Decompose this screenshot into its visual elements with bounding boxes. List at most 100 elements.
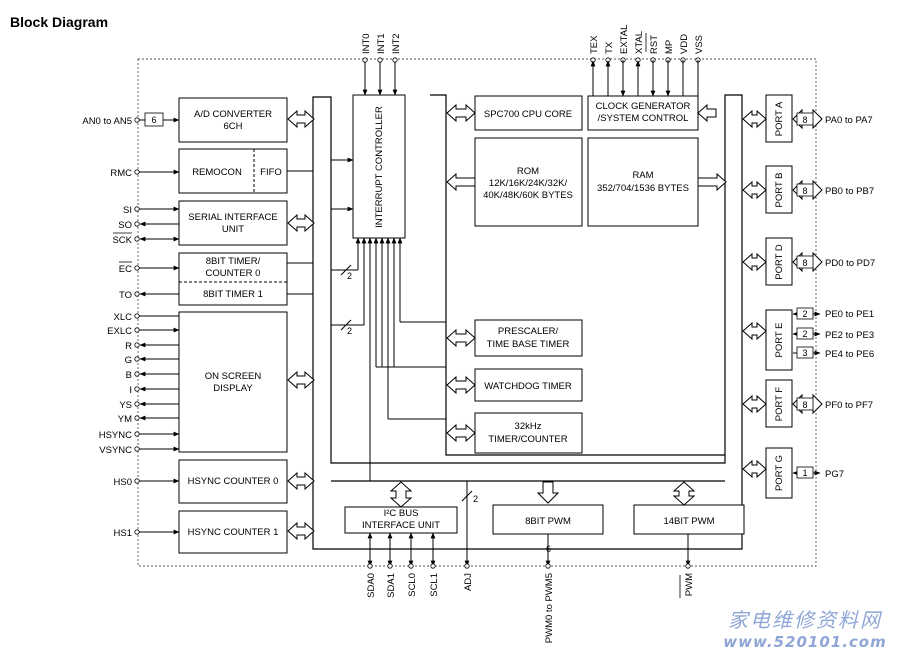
bottom-blocks	[344, 504, 745, 535]
port-bus-arrows	[742, 109, 767, 479]
clock-block	[587, 95, 699, 131]
hsync1-label: HSYNC COUNTER 1	[188, 527, 279, 538]
pin-rmc: RMC	[110, 168, 132, 179]
pwm8-block	[492, 504, 604, 535]
ram-label: RAM	[632, 170, 653, 181]
pin-pe4: PE4 to PE6	[825, 349, 874, 360]
osd-label: ON SCREEN	[205, 371, 262, 382]
remocon-label: REMOCON	[192, 167, 242, 178]
osd-block	[178, 311, 288, 453]
pin-i: I	[129, 385, 132, 396]
interrupt-controller-label: INTERRUPT CONTROLLER	[374, 106, 385, 228]
page-title: Block Diagram	[10, 14, 109, 30]
pin-pwm-range: PWM0 to PWM5	[544, 573, 555, 643]
rom-label-3: 40K/48K/60K BYTES	[483, 190, 573, 201]
bottom-pin-labels: SDA0 SDA1 SCL0 SCL1 ADJ PWM0 to PWM5 PWM	[366, 573, 695, 643]
pin-pwm: PWM	[684, 573, 695, 596]
adc-block	[178, 97, 288, 143]
pin-hs0: HS0	[114, 477, 132, 488]
t32-label-2: TIMER/COUNTER	[488, 434, 567, 445]
clock-pin-lines	[590, 60, 699, 97]
pin-pe0: PE0 to PE1	[825, 309, 874, 320]
pin-pf: PF0 to PF7	[825, 400, 873, 411]
pin-xlc: XLC	[114, 312, 133, 323]
left-bus-arrows	[287, 109, 315, 541]
pin-b: B	[126, 370, 132, 381]
pin-hsync: HSYNC	[99, 430, 132, 441]
right-pin-labels: PA0 to PA7 PB0 to PB7 PD0 to PD7 PE0 to …	[825, 115, 875, 480]
interrupt-lines	[331, 60, 446, 481]
top-pin-labels: INT0 INT1 INT2 TEX TX EXTAL XTAL RST MP …	[361, 25, 705, 54]
cpu-block	[474, 95, 583, 131]
serial-label: SERIAL INTERFACE	[188, 212, 277, 223]
timer1-label: 8BIT TIMER 1	[203, 289, 263, 300]
ram-label-2: 352/704/1536 BYTES	[597, 183, 689, 194]
top-pin-dots	[362, 57, 701, 63]
an-bus-width: 6	[151, 115, 156, 125]
pin-so: SO	[118, 220, 132, 231]
port-e-label: PORT E	[774, 322, 785, 357]
pe2-width: 2	[802, 329, 807, 339]
pin-int1: INT1	[376, 33, 387, 54]
pin-vss: VSS	[694, 35, 705, 54]
pin-extal: EXTAL	[619, 25, 630, 54]
pin-mp: MP	[664, 40, 675, 54]
pin-r: R	[125, 341, 132, 352]
adj-bus-width: 2	[473, 494, 478, 504]
pin-scl0: SCL0	[407, 573, 418, 597]
hsync1-block	[178, 510, 288, 554]
osd-label-2: DISPLAY	[213, 383, 253, 394]
serial-label-2: UNIT	[222, 224, 244, 235]
prescaler-label: PRESCALER/	[498, 326, 559, 337]
left-pin-labels: AN0 to AN5 RMC SI SO SCK EC TO XLC EXLC …	[82, 116, 132, 539]
pin-pb: PB0 to PB7	[825, 186, 874, 197]
watermark: 家电维修资料网 www.520101.com	[716, 604, 894, 651]
watermark-text: 家电维修资料网	[728, 608, 882, 632]
pin-xtal: XTAL	[634, 31, 645, 54]
i2c-label-2: INTERFACE UNIT	[362, 520, 440, 531]
pwm8-label: 8BIT PWM	[525, 516, 571, 527]
pf-width: 8	[802, 400, 807, 410]
intr-bus-width-a: 2	[347, 271, 352, 281]
hsync0-block	[178, 459, 288, 504]
bottom-bus-arrows	[389, 481, 696, 508]
t32-block	[474, 412, 583, 454]
cpu-label: SPC700 CPU CORE	[484, 109, 572, 120]
rom-label: ROM	[517, 166, 539, 177]
intr-bus-width-b: 2	[347, 326, 352, 336]
pin-scl1: SCL1	[429, 573, 440, 597]
pin-an: AN0 to AN5	[82, 116, 132, 127]
internal-bus	[312, 94, 743, 550]
port-a-label: PORT A	[774, 101, 785, 136]
pin-pe2: PE2 to PE3	[825, 330, 874, 341]
pin-ym: YM	[118, 414, 132, 425]
clock-label: CLOCK GENERATOR	[596, 101, 691, 112]
pin-hs1: HS1	[114, 528, 132, 539]
pe0-width: 2	[802, 309, 807, 319]
pin-pd: PD0 to PD7	[825, 258, 875, 269]
adc-label-2: 6CH	[223, 121, 242, 132]
pwm-bus-width: 6	[546, 544, 551, 554]
serial-block	[178, 200, 288, 246]
pb-width: 8	[802, 186, 807, 196]
i2c-label: I²C BUS	[384, 508, 419, 519]
port-a-block	[765, 94, 793, 143]
left-pin-dots	[134, 117, 140, 535]
pin-vdd: VDD	[679, 34, 690, 54]
port-g-label: PORT G	[774, 455, 785, 491]
pe4-width: 3	[802, 348, 807, 358]
adc-label: A/D CONVERTER	[194, 109, 272, 120]
core-arrows	[446, 103, 727, 443]
pin-exlc: EXLC	[107, 326, 132, 337]
port-g-block	[765, 447, 793, 499]
pin-si: SI	[123, 205, 132, 216]
pwm14-label: 14BIT PWM	[663, 516, 714, 527]
prescaler-label-2: TIME BASE TIMER	[487, 339, 570, 350]
pin-vsync: VSYNC	[99, 445, 132, 456]
pin-int2: INT2	[391, 33, 402, 54]
t32-label: 32kHz	[515, 421, 542, 432]
port-d-label: PORT D	[774, 244, 785, 280]
bottom-pin-lines	[367, 481, 691, 567]
port-e-block	[765, 309, 793, 371]
